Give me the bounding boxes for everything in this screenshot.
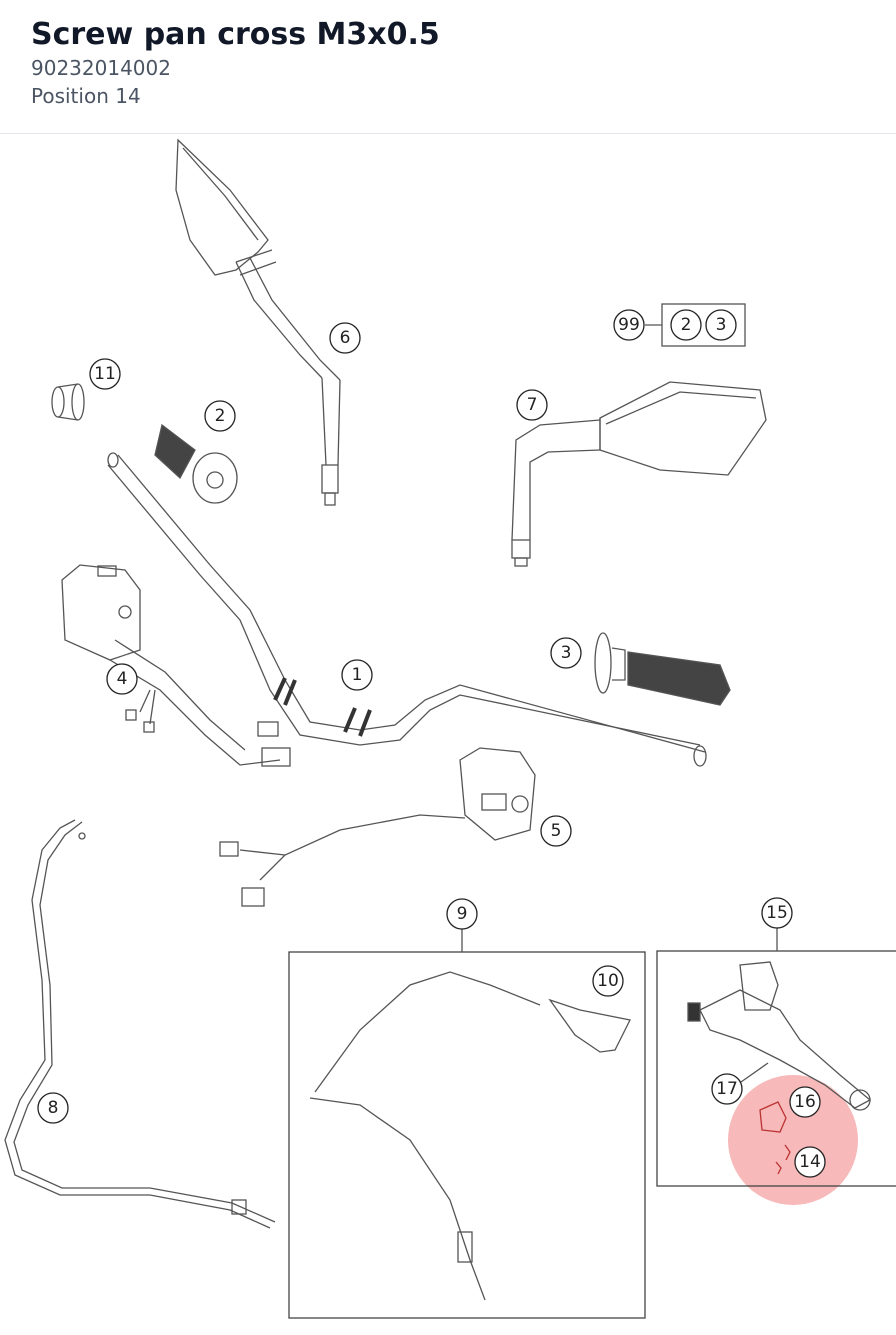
mirror-right-part: [511, 381, 767, 567]
callout-15[interactable]: 15: [766, 903, 788, 923]
callout-7[interactable]: 7: [527, 395, 538, 415]
part-header: Screw pan cross M3x0.5 90232014002 Posit…: [0, 0, 896, 134]
clutch-cable-part: [309, 971, 631, 1301]
callout-99[interactable]: 99: [618, 315, 640, 335]
callout-6[interactable]: 6: [340, 328, 351, 348]
clamp-and-screw-parts: [759, 1101, 791, 1175]
callout-14[interactable]: 14: [799, 1152, 821, 1172]
exploded-parts-diagram: 1 2 3 4 5 6 7 8 9 10 11 14 15 16 17 99 2…: [4, 138, 896, 1319]
callout-99-item-3[interactable]: 3: [716, 315, 727, 335]
highlight-marker: [728, 1075, 858, 1205]
mirror-left-part: [175, 138, 341, 506]
part-position: Position 14: [31, 84, 141, 108]
switch-right-part: [219, 747, 536, 907]
switch-left-part: [61, 564, 291, 767]
callout-5[interactable]: 5: [551, 821, 562, 841]
callout-4[interactable]: 4: [117, 669, 128, 689]
grip-left-part: [154, 423, 238, 504]
handlebar-part: [107, 452, 707, 767]
throttle-cable-part: [4, 819, 276, 1229]
callout-10[interactable]: 10: [597, 971, 619, 991]
part-number: 90232014002: [31, 56, 171, 80]
callout-8[interactable]: 8: [48, 1098, 59, 1118]
callout-3[interactable]: 3: [561, 643, 572, 663]
lever-assembly-part: [687, 961, 872, 1111]
callout-9[interactable]: 9: [457, 904, 468, 924]
callout-2[interactable]: 2: [215, 406, 226, 426]
assembly-box-15: [656, 950, 896, 1187]
assembly-box-9: [288, 951, 646, 1319]
callout-17[interactable]: 17: [716, 1079, 738, 1099]
bushing-part: [51, 383, 85, 421]
part-title: Screw pan cross M3x0.5: [31, 17, 440, 52]
grip-right-part: [594, 632, 731, 706]
callout-1[interactable]: 1: [352, 665, 363, 685]
callout-16[interactable]: 16: [794, 1092, 816, 1112]
callout-11[interactable]: 11: [94, 364, 116, 384]
callout-99-item-2[interactable]: 2: [681, 315, 692, 335]
